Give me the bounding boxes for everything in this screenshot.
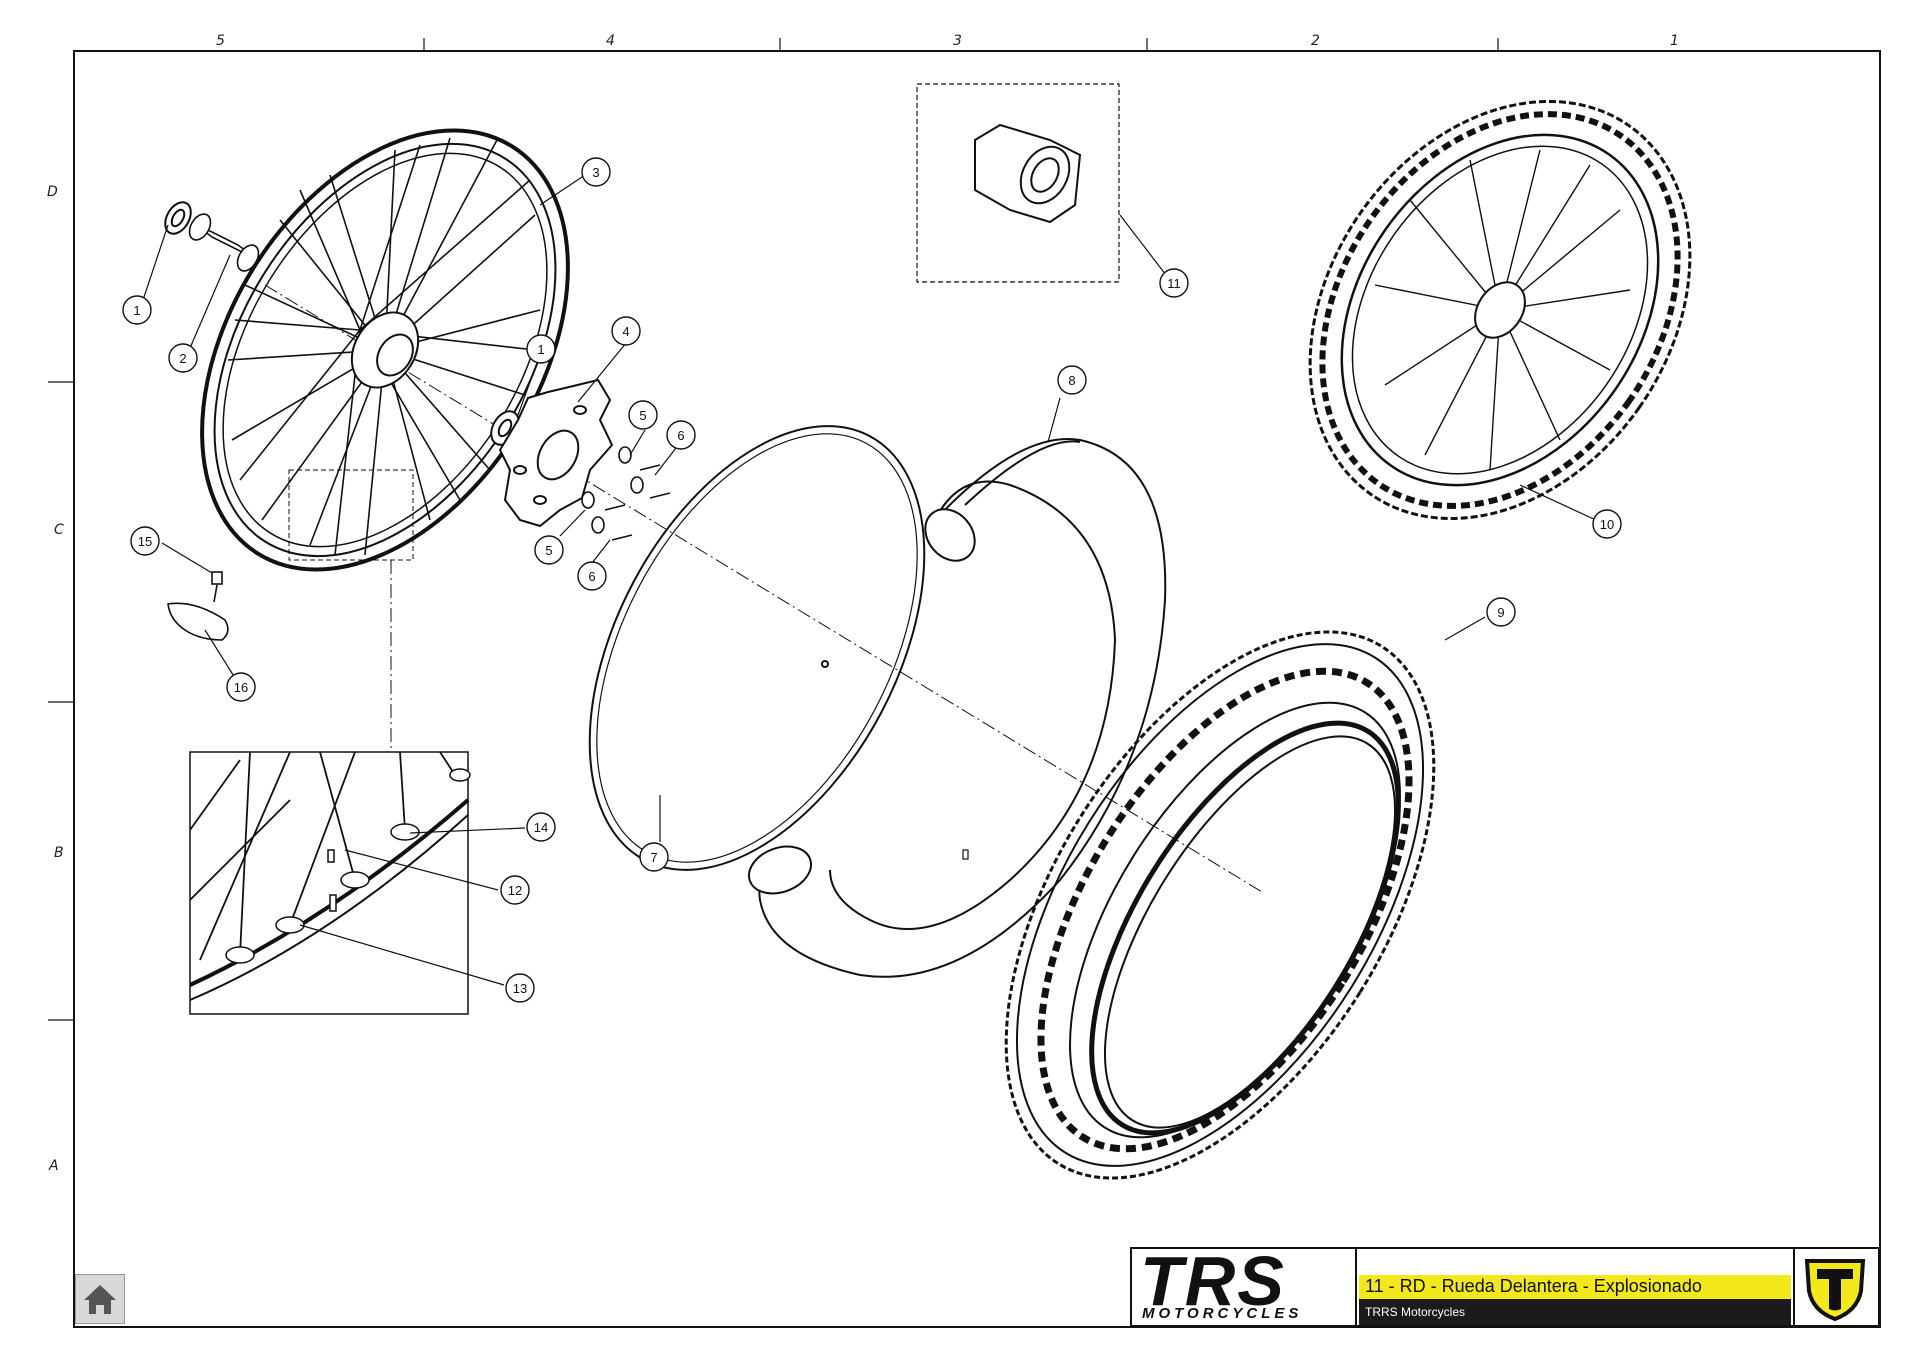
callout-16: 16	[226, 672, 256, 702]
callout-12: 12	[500, 875, 530, 905]
bearing-left	[164, 201, 192, 235]
callout-9: 9	[1486, 597, 1516, 627]
svg-text:7: 7	[650, 850, 657, 865]
callout-2: 2	[168, 343, 198, 373]
home-icon	[84, 1285, 116, 1314]
drawing-title: 11 - RD - Rueda Delantera - Explosionado	[1365, 1276, 1702, 1296]
callout-6-top: 6	[666, 420, 696, 450]
company-name: TRRS Motorcycles	[1365, 1305, 1466, 1319]
callout-3: 3	[581, 157, 611, 187]
front-wheel-assembly	[200, 128, 570, 572]
svg-text:13: 13	[513, 981, 527, 996]
hub-detail-view	[916, 83, 1120, 283]
brake-disc	[498, 378, 614, 528]
callout-13: 13	[505, 973, 535, 1003]
zone-ticks	[48, 38, 1499, 1021]
title-block: TRS MOTORCYCLES 11 - RD - Rueda Delanter…	[1130, 1243, 1880, 1327]
svg-text:16: 16	[234, 680, 248, 695]
callout-4: 4	[611, 316, 641, 346]
zone-row-c: C	[54, 522, 64, 538]
inner-tube	[748, 438, 1167, 978]
zone-row-b: B	[54, 845, 64, 861]
axle-spacer	[188, 213, 260, 272]
svg-text:5: 5	[545, 543, 552, 558]
svg-text:3: 3	[592, 165, 599, 180]
svg-text:10: 10	[1600, 517, 1614, 532]
title-band	[1359, 1275, 1791, 1299]
svg-text:5: 5	[639, 408, 646, 423]
svg-text:1: 1	[133, 303, 140, 318]
callout-6-bottom: 6	[577, 561, 607, 591]
callout-8: 8	[1057, 365, 1087, 395]
front-tyre	[1004, 630, 1436, 1180]
shield-emblem-icon	[1804, 1259, 1866, 1322]
svg-text:6: 6	[677, 428, 684, 443]
callout-10: 10	[1592, 509, 1622, 539]
svg-text:15: 15	[138, 534, 152, 549]
callout-14: 14	[526, 812, 556, 842]
callout-7: 7	[639, 842, 669, 872]
home-button[interactable]	[75, 1274, 125, 1324]
assembly-axis	[264, 284, 1263, 893]
disc-bolts	[581, 446, 671, 541]
zone-col-3: 3	[953, 33, 962, 49]
svg-text:1: 1	[537, 342, 544, 357]
svg-text:6: 6	[588, 569, 595, 584]
valve-and-cap	[167, 571, 229, 641]
zone-row-a: A	[49, 1158, 59, 1174]
spoke-detail-view	[189, 469, 471, 1015]
svg-text:8: 8	[1068, 373, 1075, 388]
emblem-box	[1793, 1249, 1878, 1325]
zone-col-5: 5	[216, 33, 225, 49]
assembled-wheel	[1308, 99, 1692, 521]
svg-text:2: 2	[179, 351, 186, 366]
company-band	[1359, 1299, 1791, 1325]
zone-row-d: D	[47, 184, 58, 200]
zone-col-2: 2	[1311, 33, 1320, 49]
callout-5-top: 5	[628, 400, 658, 430]
svg-text:14: 14	[534, 820, 548, 835]
svg-text:12: 12	[508, 883, 522, 898]
callout-1-left: 1	[122, 295, 152, 325]
zone-col-1: 1	[1670, 33, 1679, 49]
svg-text:11: 11	[1167, 276, 1181, 291]
zone-col-4: 4	[606, 33, 615, 49]
sheet-border	[73, 50, 1881, 1328]
logo-sub-text: MOTORCYCLES	[1142, 1305, 1303, 1322]
brand-logo: TRS MOTORCYCLES	[1132, 1243, 1357, 1325]
svg-text:9: 9	[1497, 605, 1504, 620]
callout-balloons: 1 2 3 1 4 5 6 5 6 7 8 9 10 11 12 13 14 1…	[122, 157, 1622, 1003]
svg-text:4: 4	[622, 324, 629, 339]
callout-5-bottom: 5	[534, 535, 564, 565]
callout-15: 15	[130, 526, 160, 556]
callout-11: 11	[1159, 268, 1189, 298]
callout-1-right: 1	[526, 334, 556, 364]
logo-main-text: TRS	[1140, 1242, 1286, 1320]
